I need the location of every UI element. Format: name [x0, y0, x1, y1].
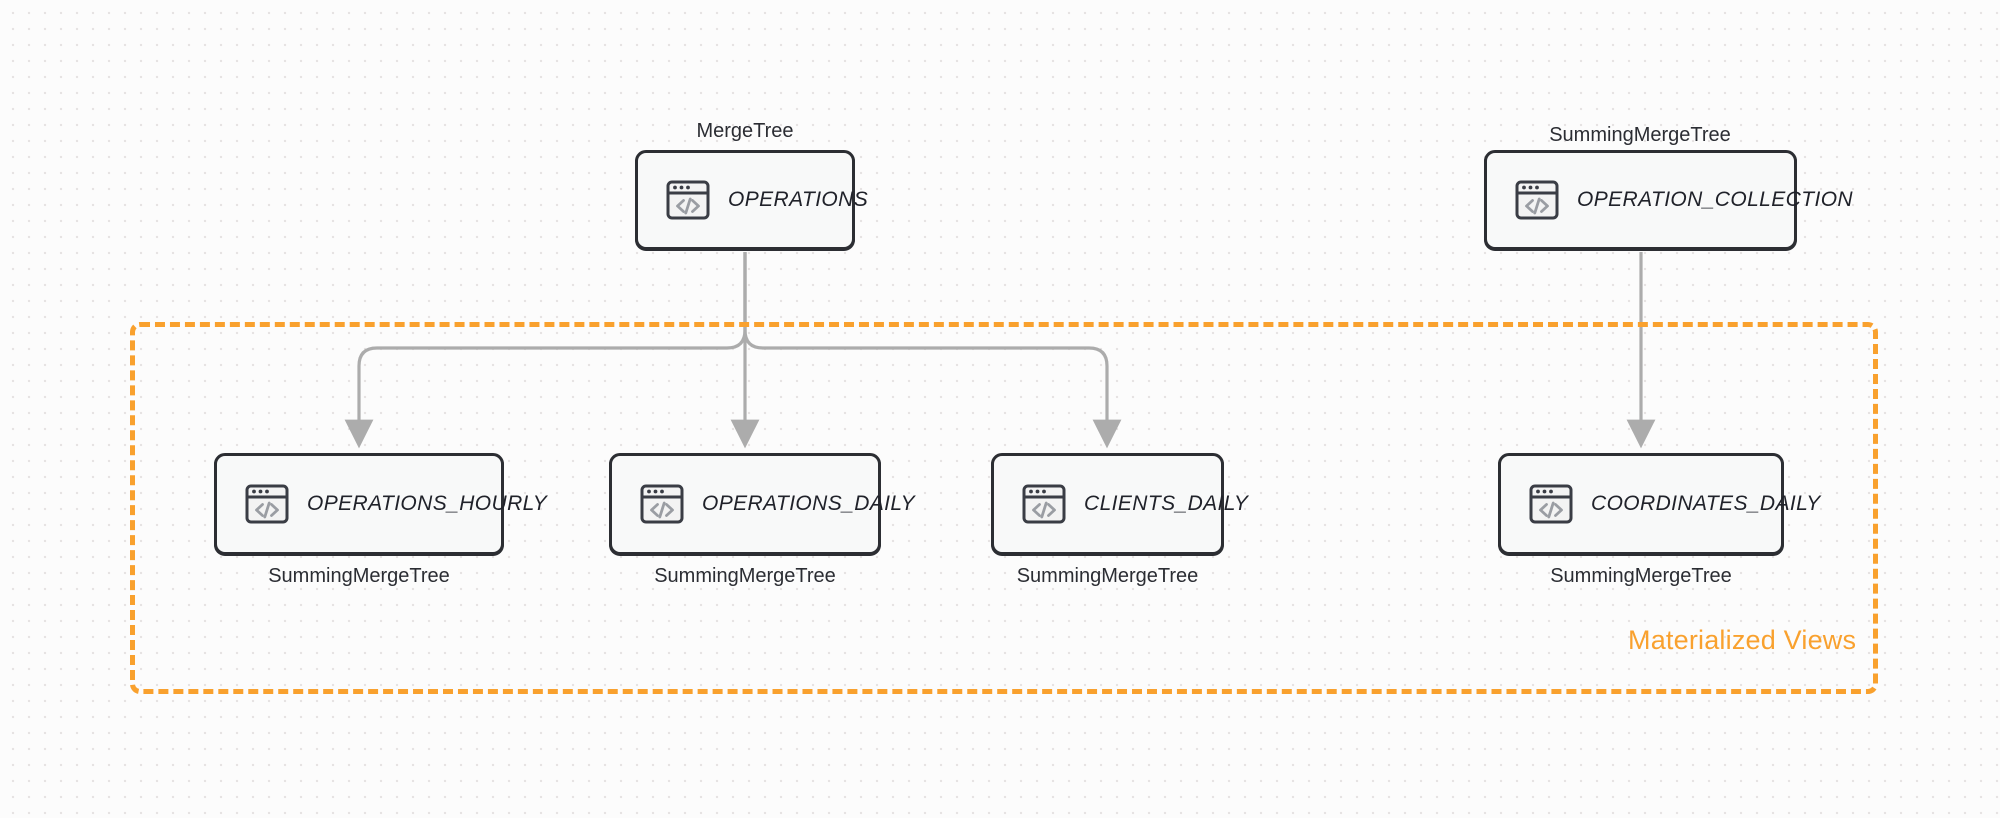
node-label-operations-hourly: OPERATIONS_HOURLY: [307, 492, 548, 515]
engine-label-operation-collection: SummingMergeTree: [1549, 124, 1731, 146]
engine-label-operations: MergeTree: [696, 120, 794, 142]
node-label-coordinates-daily: COORDINATES_DAILY: [1591, 492, 1821, 515]
node-coordinates-daily[interactable]: COORDINATES_DAILY: [1498, 453, 1820, 555]
node-operations-daily[interactable]: OPERATIONS_DAILY: [609, 453, 915, 555]
node-label-operations: OPERATIONS: [728, 188, 869, 211]
code-window-icon: [1527, 480, 1575, 528]
engine-label-coordinates-daily: SummingMergeTree: [1550, 565, 1732, 587]
code-window-icon: [1513, 176, 1561, 224]
node-label-clients-daily: CLIENTS_DAILY: [1084, 492, 1249, 515]
node-operations[interactable]: OPERATIONS: [635, 150, 868, 250]
code-window-icon: [243, 480, 291, 528]
node-operation-collection[interactable]: OPERATION_COLLECTION: [1484, 150, 1853, 250]
engine-label-clients-daily: SummingMergeTree: [1016, 565, 1199, 587]
code-window-icon: [664, 176, 712, 224]
node-operations-hourly[interactable]: OPERATIONS_HOURLY: [214, 453, 547, 555]
engine-label-operations-daily: SummingMergeTree: [654, 565, 836, 587]
code-window-icon: [638, 480, 686, 528]
engine-label-operations-hourly: SummingMergeTree: [268, 565, 450, 587]
node-clients-daily[interactable]: CLIENTS_DAILY: [991, 453, 1248, 555]
node-label-operations-daily: OPERATIONS_DAILY: [702, 492, 915, 515]
code-window-icon: [1020, 480, 1068, 528]
materialized-views-group: [130, 322, 1878, 694]
node-label-operation-collection: OPERATION_COLLECTION: [1577, 188, 1853, 211]
materialized-views-group-label: Materialized Views: [1628, 625, 1857, 655]
